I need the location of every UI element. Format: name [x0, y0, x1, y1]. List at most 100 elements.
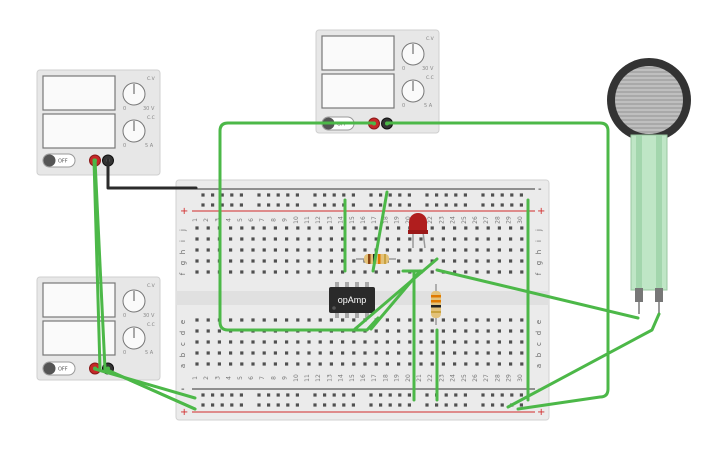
- breadboard-hole[interactable]: [262, 270, 266, 274]
- breadboard-hole[interactable]: [351, 203, 355, 207]
- breadboard-hole[interactable]: [352, 351, 356, 355]
- breadboard-hole[interactable]: [463, 193, 467, 197]
- breadboard-hole[interactable]: [408, 248, 412, 252]
- breadboard-hole[interactable]: [398, 393, 402, 397]
- breadboard-hole[interactable]: [352, 270, 356, 274]
- breadboard-hole[interactable]: [475, 270, 479, 274]
- breadboard-hole[interactable]: [206, 329, 210, 333]
- breadboard-hole[interactable]: [285, 259, 289, 263]
- breadboard-hole[interactable]: [369, 193, 373, 197]
- breadboard-hole[interactable]: [408, 351, 412, 355]
- breadboard-hole[interactable]: [441, 259, 445, 263]
- breadboard-hole[interactable]: [379, 393, 383, 397]
- breadboard-hole[interactable]: [296, 362, 300, 366]
- breadboard-hole[interactable]: [251, 259, 255, 263]
- breadboard-hole[interactable]: [430, 226, 434, 230]
- breadboard-hole[interactable]: [329, 351, 333, 355]
- breadboard-hole[interactable]: [217, 340, 221, 344]
- breadboard-hole[interactable]: [385, 226, 389, 230]
- wire-black[interactable]: [106, 158, 198, 190]
- breadboard-hole[interactable]: [352, 259, 356, 263]
- breadboard-hole[interactable]: [425, 203, 429, 207]
- breadboard-hole[interactable]: [285, 226, 289, 230]
- breadboard-hole[interactable]: [318, 259, 322, 263]
- breadboard-hole[interactable]: [379, 193, 383, 197]
- breadboard-hole[interactable]: [341, 362, 345, 366]
- breadboard-hole[interactable]: [397, 318, 401, 322]
- breadboard-hole[interactable]: [307, 340, 311, 344]
- breadboard-hole[interactable]: [251, 270, 255, 274]
- breadboard-hole[interactable]: [509, 340, 513, 344]
- breadboard-hole[interactable]: [519, 393, 523, 397]
- breadboard-hole[interactable]: [520, 318, 524, 322]
- breadboard-hole[interactable]: [520, 270, 524, 274]
- breadboard-hole[interactable]: [497, 226, 501, 230]
- breadboard-hole[interactable]: [435, 203, 439, 207]
- breadboard-hole[interactable]: [509, 362, 513, 366]
- breadboard-hole[interactable]: [408, 318, 412, 322]
- breadboard-hole[interactable]: [251, 226, 255, 230]
- breadboard-hole[interactable]: [211, 203, 215, 207]
- breadboard-hole[interactable]: [240, 237, 244, 241]
- breadboard-hole[interactable]: [491, 403, 495, 407]
- breadboard-hole[interactable]: [332, 393, 336, 397]
- breadboard-hole[interactable]: [407, 193, 411, 197]
- breadboard-hole[interactable]: [441, 226, 445, 230]
- breadboard-hole[interactable]: [313, 203, 317, 207]
- breadboard-hole[interactable]: [464, 318, 468, 322]
- breadboard-hole[interactable]: [453, 362, 457, 366]
- breadboard-hole[interactable]: [296, 318, 300, 322]
- breadboard-hole[interactable]: [240, 270, 244, 274]
- breadboard-hole[interactable]: [220, 393, 224, 397]
- breadboard-hole[interactable]: [211, 393, 215, 397]
- breadboard-hole[interactable]: [397, 329, 401, 333]
- breadboard-hole[interactable]: [385, 270, 389, 274]
- breadboard-hole[interactable]: [497, 329, 501, 333]
- breadboard-hole[interactable]: [240, 362, 244, 366]
- breadboard-hole[interactable]: [206, 318, 210, 322]
- breadboard-hole[interactable]: [307, 351, 311, 355]
- breadboard-hole[interactable]: [230, 193, 234, 197]
- breadboard-hole[interactable]: [425, 393, 429, 397]
- breadboard-hole[interactable]: [369, 403, 373, 407]
- breadboard-hole[interactable]: [486, 340, 490, 344]
- breadboard-hole[interactable]: [341, 226, 345, 230]
- breadboard-hole[interactable]: [262, 340, 266, 344]
- breadboard-hole[interactable]: [475, 237, 479, 241]
- wire-green[interactable]: [506, 312, 661, 409]
- breadboard-hole[interactable]: [509, 259, 513, 263]
- breadboard-hole[interactable]: [217, 329, 221, 333]
- breadboard-hole[interactable]: [388, 393, 392, 397]
- breadboard-hole[interactable]: [206, 351, 210, 355]
- breadboard-hole[interactable]: [313, 393, 317, 397]
- breadboard-hole[interactable]: [430, 248, 434, 252]
- breadboard-hole[interactable]: [500, 203, 504, 207]
- breadboard-hole[interactable]: [419, 248, 423, 252]
- breadboard-hole[interactable]: [407, 403, 411, 407]
- breadboard-hole[interactable]: [441, 237, 445, 241]
- breadboard-hole[interactable]: [230, 403, 234, 407]
- breadboard-hole[interactable]: [486, 362, 490, 366]
- breadboard-hole[interactable]: [497, 259, 501, 263]
- breadboard-hole[interactable]: [195, 270, 199, 274]
- breadboard-hole[interactable]: [332, 203, 336, 207]
- breadboard-hole[interactable]: [307, 226, 311, 230]
- breadboard-hole[interactable]: [262, 248, 266, 252]
- breadboard-hole[interactable]: [273, 318, 277, 322]
- breadboard-hole[interactable]: [374, 340, 378, 344]
- breadboard-hole[interactable]: [318, 362, 322, 366]
- breadboard-hole[interactable]: [385, 351, 389, 355]
- breadboard-hole[interactable]: [464, 270, 468, 274]
- breadboard-hole[interactable]: [464, 362, 468, 366]
- breadboard-hole[interactable]: [475, 351, 479, 355]
- breadboard-hole[interactable]: [509, 351, 513, 355]
- breadboard-hole[interactable]: [481, 203, 485, 207]
- breadboard-hole[interactable]: [211, 193, 215, 197]
- breadboard-hole[interactable]: [257, 403, 261, 407]
- breadboard-hole[interactable]: [430, 329, 434, 333]
- breadboard-hole[interactable]: [454, 193, 458, 197]
- breadboard-hole[interactable]: [206, 237, 210, 241]
- breadboard-hole[interactable]: [295, 393, 299, 397]
- breadboard-hole[interactable]: [397, 340, 401, 344]
- breadboard-hole[interactable]: [497, 340, 501, 344]
